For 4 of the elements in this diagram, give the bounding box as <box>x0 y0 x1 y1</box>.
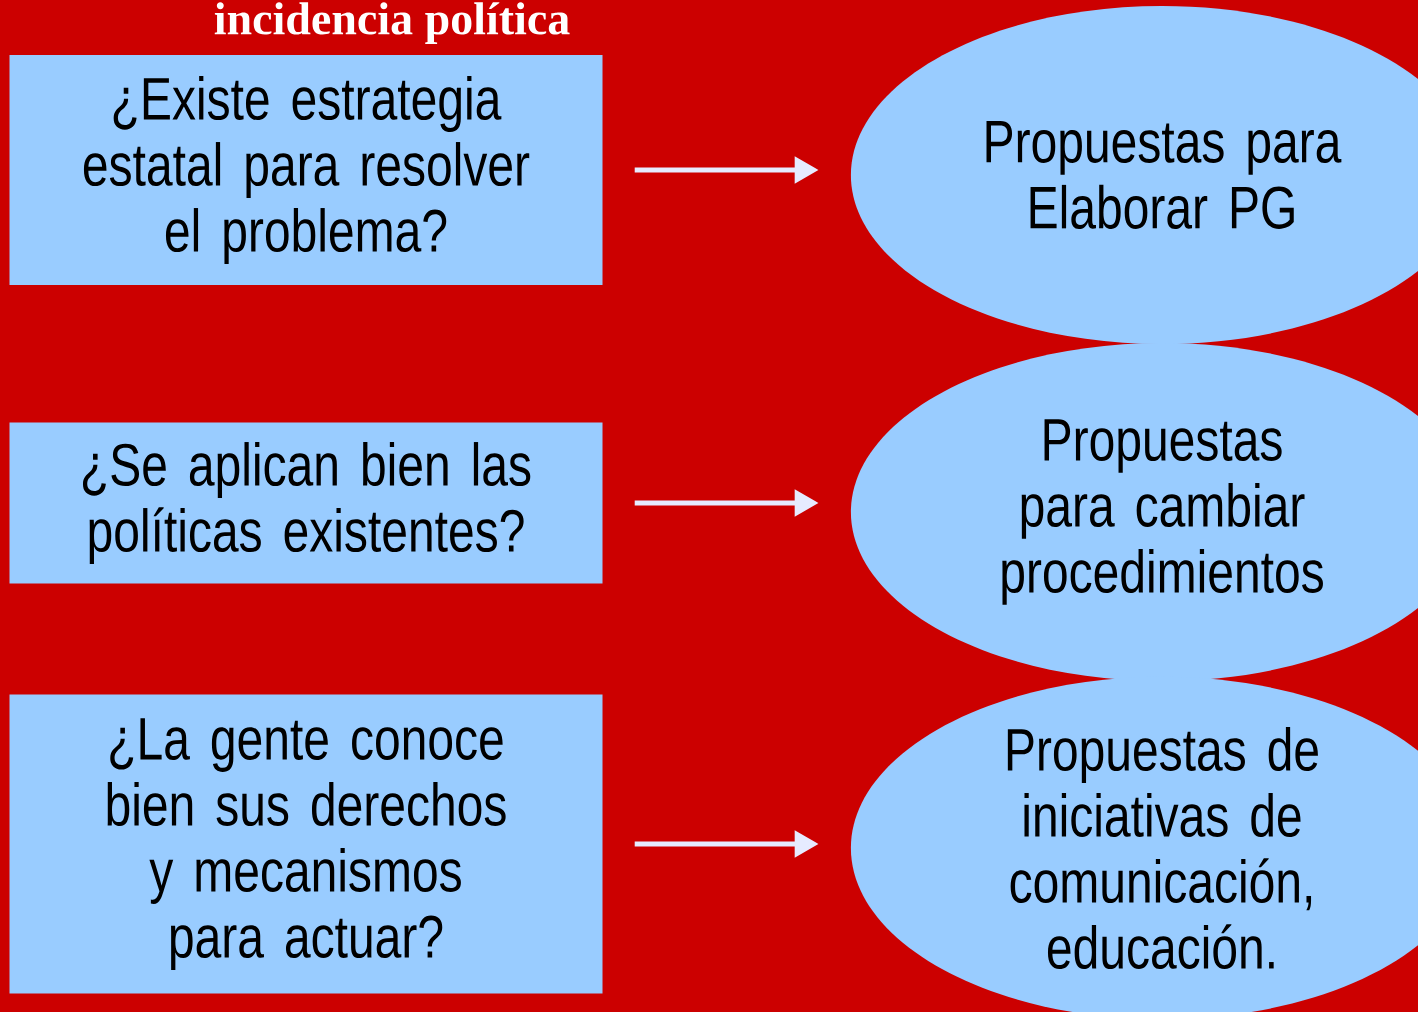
question-box: ¿Se aplican bien las políticas existentes? <box>9 422 603 584</box>
question-box: ¿Existe estrategia estatal para resolver el problema? <box>9 55 603 285</box>
question-box: ¿La gente conoce bien sus derechos y mecanismos para actuar? <box>9 694 603 994</box>
title: incidencia política <box>214 2 570 44</box>
